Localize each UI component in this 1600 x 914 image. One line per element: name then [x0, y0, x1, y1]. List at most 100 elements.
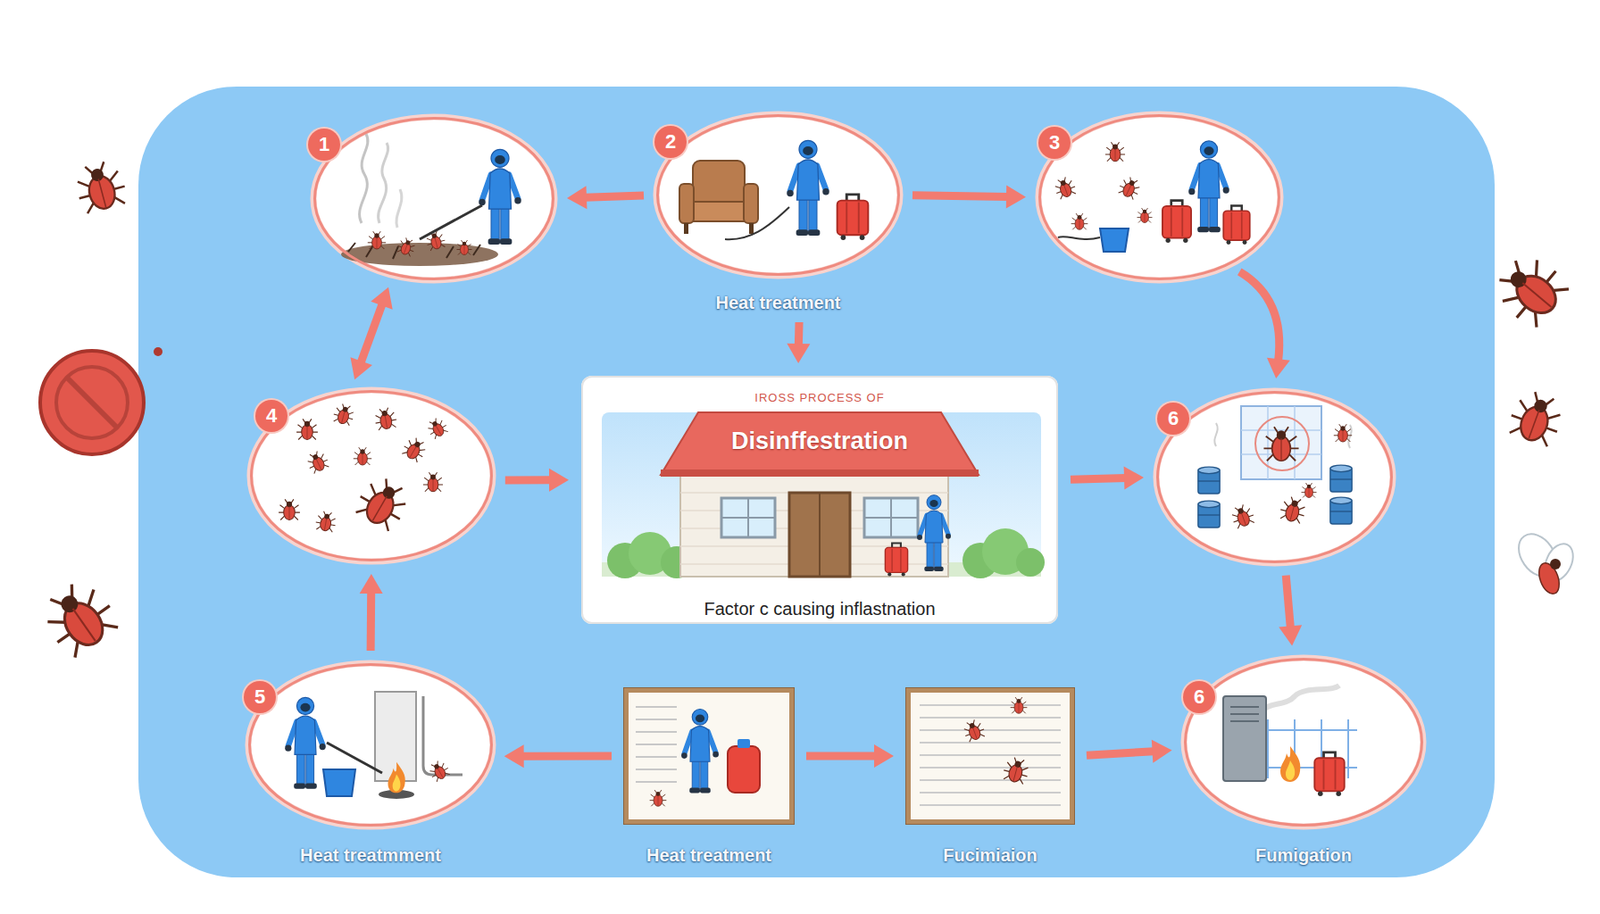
outside-decoration — [56, 366, 128, 439]
step-5-illustration — [284, 697, 326, 789]
step-4-illustration — [332, 402, 357, 426]
step-ellipse: 2Heat treatment — [656, 114, 900, 276]
step-3-illustration — [1137, 208, 1153, 224]
arrow-head — [359, 574, 384, 594]
arrow-head — [350, 357, 373, 380]
arrow-head — [1278, 625, 1302, 646]
step-6-illustration — [1330, 497, 1352, 525]
background-panel — [138, 86, 1495, 878]
step-5-illustration — [284, 691, 463, 800]
ellipse-outline — [1156, 391, 1393, 564]
flow-arrow — [504, 744, 612, 768]
step-heading: Heat treatmment — [300, 844, 442, 867]
step-4-illustration — [425, 416, 450, 441]
step-ellipse: 4 — [250, 390, 493, 562]
heat-box-illustration — [635, 707, 760, 807]
step-2-illustration — [679, 140, 868, 241]
arrow-head — [549, 468, 569, 492]
flow-arrow — [505, 468, 569, 492]
house-illustration — [864, 498, 918, 538]
step-ellipse-fill — [1038, 114, 1281, 281]
step-6-illustration — [1198, 466, 1220, 494]
flow-arrow — [1239, 271, 1290, 379]
ellipse-outline — [248, 663, 493, 827]
arrow-head — [566, 185, 587, 209]
arrow-shaft — [360, 303, 383, 363]
arrow-head — [504, 744, 525, 768]
heat-box-illustration — [650, 790, 667, 807]
step-ellipse-fill — [250, 390, 493, 562]
flow-arrow — [1070, 466, 1144, 491]
step-4-illustration — [423, 472, 443, 492]
step-3-illustration — [1058, 236, 1100, 240]
arrow-shaft — [522, 752, 612, 761]
callout-number: 4 — [255, 400, 288, 433]
callout-number: 2 — [654, 125, 687, 159]
house-illustration — [680, 475, 949, 577]
step-3-illustration — [1116, 175, 1143, 201]
fumigation-illustration — [1258, 685, 1340, 715]
step-6-illustration — [1278, 495, 1309, 525]
step-5-illustration — [423, 696, 463, 775]
step-ellipse-fill — [1156, 391, 1393, 564]
heat-box-illustration — [727, 746, 760, 793]
ellipse-outline — [250, 665, 492, 826]
step-heading: Heat treatment — [715, 291, 841, 314]
step-3-illustration — [1052, 175, 1078, 200]
callout-number: 6 — [1183, 681, 1216, 714]
step-2-illustration — [685, 201, 752, 222]
step-3-illustration — [1162, 200, 1192, 243]
box-kicker: IROSS PROCESS OF — [754, 391, 884, 406]
box-caption: Factor c causing inflastnation — [703, 598, 935, 620]
step-4-illustration — [352, 472, 415, 534]
arrow-shaft — [912, 195, 1009, 198]
fumigation-box-illustration — [919, 697, 1061, 806]
callout-number: 5 — [243, 681, 276, 714]
center-box: IROSS PROCESS OFDisinffestrationFactor c… — [581, 375, 1059, 625]
flow-arrow — [806, 744, 894, 768]
callout-number: 6 — [1157, 402, 1190, 435]
heat-box-illustration — [737, 739, 750, 749]
step-1-illustration — [478, 149, 522, 245]
step-ellipse-fill — [1183, 658, 1424, 827]
step-2-illustration — [683, 223, 689, 234]
step-1-illustration — [359, 133, 368, 224]
house-illustration — [864, 498, 918, 538]
arrow-shaft — [1285, 575, 1291, 629]
step-6-illustration — [1263, 426, 1299, 461]
step-6-illustration — [1198, 500, 1220, 528]
step-5-illustration — [323, 769, 356, 797]
step-2-illustration — [725, 207, 790, 240]
step-1-illustration — [419, 205, 483, 240]
box-fill — [624, 688, 794, 825]
outside-decoration — [1505, 387, 1567, 449]
step-1-illustration — [424, 229, 447, 251]
arrow-head — [1151, 740, 1173, 764]
step-ellipse: 5Heat treatmment — [248, 663, 493, 827]
flow-arrow — [1086, 740, 1173, 764]
step-3-illustration — [1052, 141, 1250, 252]
house-illustration — [721, 498, 775, 538]
step-2-illustration — [786, 140, 830, 236]
outside-decoration — [34, 158, 1579, 661]
outside-decoration — [34, 574, 123, 662]
step-heading: Fumigation — [1255, 844, 1352, 867]
ellipse-outline — [1183, 658, 1424, 827]
fumigation-illustration — [1223, 685, 1358, 797]
step-6-illustration — [1198, 406, 1352, 530]
ellipse-outline — [251, 391, 492, 561]
step-1-illustration — [457, 240, 473, 256]
arrow-shaft — [1239, 271, 1280, 361]
step-4-illustration — [278, 499, 300, 520]
box-fill — [581, 375, 1059, 625]
step-1-illustration — [378, 142, 389, 224]
ellipse-outline — [656, 114, 900, 276]
house-illustration — [916, 495, 951, 572]
step-3-illustration — [1100, 228, 1129, 252]
step-5-illustration — [375, 691, 417, 782]
ellipse-outline — [658, 116, 900, 275]
fumigation-box-illustration — [961, 717, 987, 743]
arrow-head — [1266, 358, 1291, 379]
outside-decoration — [1488, 247, 1573, 333]
